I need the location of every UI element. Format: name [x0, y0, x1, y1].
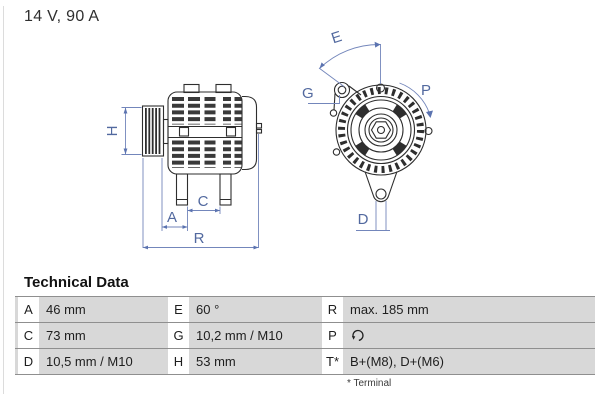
rear-cover — [242, 95, 258, 171]
table-cell-value: 10,2 mm / M10 — [196, 328, 283, 343]
table-cell-key: C — [18, 323, 39, 348]
table-row: D 10,5 mm / M10 H 53 mm T* B+(M8), D+(M6… — [15, 349, 595, 375]
table-cell-key: H — [168, 349, 189, 374]
table-cell-key: G — [168, 323, 189, 348]
front-view-dimensions — [308, 44, 430, 231]
side-view-dimension-arrows — [123, 107, 259, 250]
shaft-nut — [370, 121, 392, 139]
alternator-technical-drawings: H A C R — [104, 28, 433, 250]
rotation-direction-icon — [351, 329, 364, 341]
table-cell-key: A — [18, 297, 39, 322]
table-row: A 46 mm E 60 ° R max. 185 mm — [15, 297, 595, 323]
housing — [167, 91, 243, 175]
side-view-dimensions — [121, 107, 259, 248]
terminal-footnote: * Terminal — [347, 378, 392, 389]
table-cell-key: R — [322, 297, 343, 322]
table-cell-key: P — [322, 323, 343, 348]
terminal-stud — [255, 122, 263, 129]
dim-label-r: R — [194, 230, 205, 247]
table-cell-key: T* — [322, 349, 343, 374]
dim-label-d: D — [358, 211, 369, 228]
table-row: C 73 mm G 10,2 mm / M10 P — [15, 323, 595, 349]
table-cell-value: max. 185 mm — [350, 302, 429, 317]
bottom-mounting-lug — [364, 171, 398, 203]
alternator-side-view — [141, 83, 263, 206]
dim-label-p: P — [421, 82, 431, 99]
table-cell-value: 73 mm — [46, 328, 86, 343]
table-cell-value: 46 mm — [46, 302, 86, 317]
dim-label-e: E — [329, 28, 344, 47]
dim-label-g: G — [302, 85, 314, 102]
table-cell-value: 53 mm — [196, 354, 236, 369]
table-cell-value: B+(M8), D+(M6) — [350, 354, 444, 369]
table-cell-value-icon — [343, 323, 595, 348]
dim-label-h: H — [104, 126, 121, 137]
cooling-fins — [172, 97, 242, 168]
table-cell-value: 60 ° — [196, 302, 220, 317]
alternator-front-view — [329, 81, 433, 203]
table-cell-key: E — [168, 297, 189, 322]
table-cell-key: D — [18, 349, 39, 374]
mounting-foot-front — [175, 173, 189, 206]
left-border-line — [3, 6, 4, 394]
shaft — [162, 118, 169, 145]
dim-label-c: C — [198, 193, 209, 210]
dim-label-a: A — [167, 209, 177, 226]
technical-data-table: A 46 mm E 60 ° R max. 185 mm C 73 mm G 1… — [15, 296, 595, 375]
mounting-lug-hole — [333, 81, 362, 111]
table-cell-value: 10,5 mm / M10 — [46, 354, 133, 369]
mounting-foot-rear — [219, 173, 232, 206]
fin-slot-ring — [338, 87, 424, 173]
technical-data-heading: Technical Data — [24, 274, 129, 291]
page-title: 14 V, 90 A — [24, 8, 100, 25]
front-view-dimension-arrows — [319, 41, 433, 118]
fan-wedges — [351, 100, 411, 160]
